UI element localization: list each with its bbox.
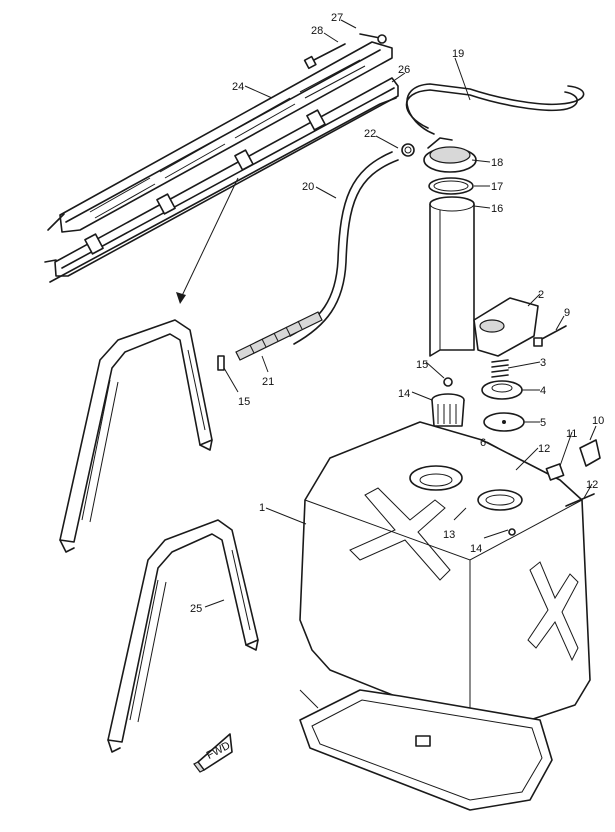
leader-lines (204, 19, 597, 709)
forward-direction-marker (193, 733, 233, 773)
callout-12-upper: 12 (538, 443, 550, 455)
callout-27: 28 (311, 25, 323, 37)
callout-3: 3 (540, 357, 546, 369)
diaphragm-4 (481, 380, 523, 400)
callout-9: 10 (592, 415, 604, 427)
pump-housing-2 (473, 297, 539, 357)
callout-15-center: 15 (416, 359, 428, 371)
cap-9 (579, 439, 601, 467)
callout-5: 5 (540, 417, 546, 429)
vent-hose-19 (405, 83, 585, 135)
callout-10: 11 (566, 428, 577, 440)
callout-13: 14 (470, 543, 482, 555)
callout-14: 14 (398, 388, 410, 400)
callout-11: 12 (586, 479, 598, 491)
pin-11 (565, 493, 595, 507)
clip-10 (545, 463, 565, 481)
mounting-rail-23 (47, 41, 393, 233)
mounting-rail-25 (44, 77, 399, 283)
callout-24: 25 (190, 603, 202, 615)
filler-cap-18 (423, 137, 477, 173)
o-ring-17 (428, 177, 474, 195)
callout-6: 6 (480, 437, 486, 449)
spring-3 (491, 359, 509, 378)
callout-25: 26 (398, 64, 410, 76)
callout-4: 4 (540, 385, 546, 397)
callout-2: 2 (538, 289, 544, 301)
base-plate-28 (299, 689, 553, 811)
callout-20: 20 (302, 181, 314, 193)
callout-numbers: 27 28 24 26 19 22 18 17 16 20 2 9 3 4 5 … (190, 12, 604, 615)
bolt-27 (303, 43, 346, 70)
callout-19: 19 (452, 48, 464, 60)
callout-8: 9 (564, 307, 570, 319)
clamp-22 (401, 143, 415, 157)
callout-1: 1 (259, 502, 265, 514)
gasket-5 (483, 412, 525, 432)
callout-17: 17 (491, 181, 503, 193)
clip-15-left (217, 355, 225, 371)
screw-13 (508, 528, 516, 536)
fuel-strainer-14 (431, 393, 465, 427)
callout-21: 21 (262, 376, 274, 388)
callout-15-left: 15 (238, 396, 250, 408)
bolt-8 (533, 325, 567, 347)
hose-fitting-21 (235, 311, 323, 361)
tank-strap-24 (107, 519, 259, 753)
fuel-tank-1 (299, 421, 591, 731)
filler-tube-16 (429, 196, 475, 357)
callout-23: 24 (232, 81, 244, 93)
callout-18: 18 (491, 157, 503, 169)
callout-22: 22 (364, 128, 376, 140)
callout-16: 16 (491, 203, 503, 215)
screw-15-center (443, 377, 453, 387)
tank-strap-upper (59, 319, 213, 553)
bolt-26 (359, 33, 387, 44)
callout-12-lower: 13 (443, 529, 455, 541)
callout-26: 27 (331, 12, 343, 24)
